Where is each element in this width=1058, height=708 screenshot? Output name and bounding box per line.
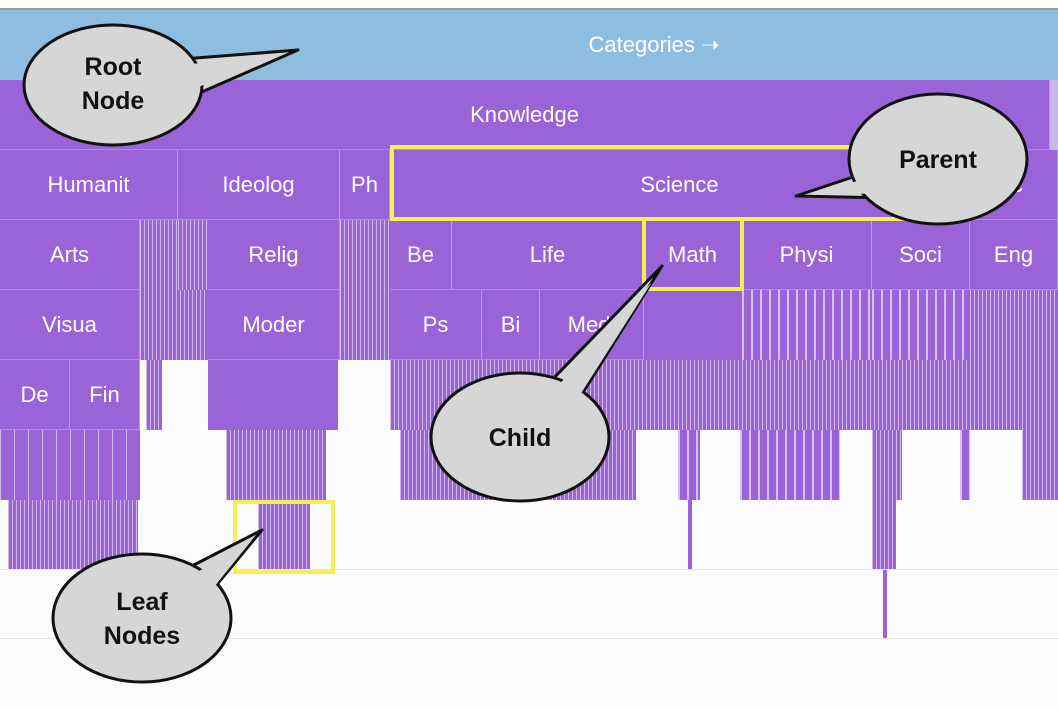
leaf-group-o <box>872 500 896 570</box>
node-physics-children <box>742 290 872 360</box>
leaf-group-a <box>146 360 162 430</box>
node-math-children <box>644 290 742 360</box>
top-border <box>0 0 1058 10</box>
node-ideology-small <box>178 220 208 290</box>
node-modern[interactable]: Moder <box>208 290 340 360</box>
row-divider <box>0 569 1058 570</box>
callout-leaf-line2: Nodes <box>104 622 180 650</box>
node-religion[interactable]: Relig <box>208 220 340 290</box>
node-philosophy-small <box>340 220 390 290</box>
categories-header-label: Categories ➝ <box>588 32 720 57</box>
leaf-group-h <box>740 430 840 500</box>
node-social-label: Soci <box>899 241 942 267</box>
row-divider <box>0 638 1058 639</box>
callout-root-line2: Node <box>82 87 145 115</box>
node-religion-label: Relig <box>248 241 299 267</box>
node-arts-label: Arts <box>49 241 90 267</box>
leaf-group-m <box>258 500 310 570</box>
leaf-group-j <box>960 430 970 500</box>
node-visual-label: Visua <box>42 311 97 337</box>
node-humanities[interactable]: Humanit <box>0 150 178 220</box>
node-philosophy[interactable]: Ph <box>340 150 390 220</box>
callout-root-node: Root Node <box>22 23 300 147</box>
node-design[interactable]: De <box>0 360 70 430</box>
node-fine-label: Fin <box>89 381 120 407</box>
node-physics-label: Physi <box>779 241 834 267</box>
node-math[interactable]: Math <box>644 220 742 290</box>
callout-child: Child <box>429 264 664 503</box>
node-life[interactable]: Life <box>452 220 644 290</box>
node-biology[interactable]: Bi <box>482 290 540 360</box>
callout-child-text: Child <box>489 424 552 452</box>
node-behavioral[interactable]: Be <box>390 220 452 290</box>
callout-leaf-line1: Leaf <box>116 588 168 616</box>
leaf-group-n <box>688 500 692 570</box>
node-biology-label: Bi <box>500 311 521 337</box>
node-humanities-label: Humanit <box>47 171 130 197</box>
leaf-group-k <box>1022 430 1058 500</box>
node-engineering-label: Eng <box>993 241 1034 267</box>
callout-leaf-nodes: Leaf Nodes <box>51 528 264 684</box>
node-life-label: Life <box>529 241 566 267</box>
leaf-group-d <box>0 430 140 500</box>
callout-parent: Parent <box>794 92 1029 226</box>
leaf-group-i <box>872 430 902 500</box>
node-arts-small <box>140 290 208 360</box>
node-engineering[interactable]: Eng <box>970 220 1058 290</box>
node-knowledge-edge <box>1050 80 1058 150</box>
node-science-label: Science <box>640 171 719 197</box>
node-knowledge-label: Knowledge <box>470 101 579 127</box>
callout-root-line1: Root <box>85 53 143 81</box>
node-fine[interactable]: Fin <box>70 360 140 430</box>
node-social-children <box>872 290 970 360</box>
node-psychology[interactable]: Ps <box>390 290 482 360</box>
node-engineering-children <box>970 290 1058 360</box>
node-humanities-small <box>140 220 178 290</box>
node-physics[interactable]: Physi <box>742 220 872 290</box>
node-modern-label: Moder <box>242 311 305 337</box>
node-religion-small <box>340 290 390 360</box>
node-psychology-label: Ps <box>422 311 449 337</box>
node-ideology-label: Ideolog <box>222 171 295 197</box>
callout-parent-text: Parent <box>899 146 977 174</box>
node-design-label: De <box>20 381 49 407</box>
node-behavioral-label: Be <box>407 241 434 267</box>
node-social[interactable]: Soci <box>872 220 970 290</box>
leaf-group-b <box>208 360 338 430</box>
node-arts[interactable]: Arts <box>0 220 140 290</box>
leaf-group-p <box>883 570 887 638</box>
leaf-group-e <box>226 430 326 500</box>
node-visual[interactable]: Visua <box>0 290 140 360</box>
node-philosophy-label: Ph <box>351 171 378 197</box>
leaf-group-c <box>390 360 1058 430</box>
node-math-label: Math <box>668 241 717 267</box>
leaf-group-g <box>678 430 700 500</box>
node-ideology[interactable]: Ideolog <box>178 150 340 220</box>
